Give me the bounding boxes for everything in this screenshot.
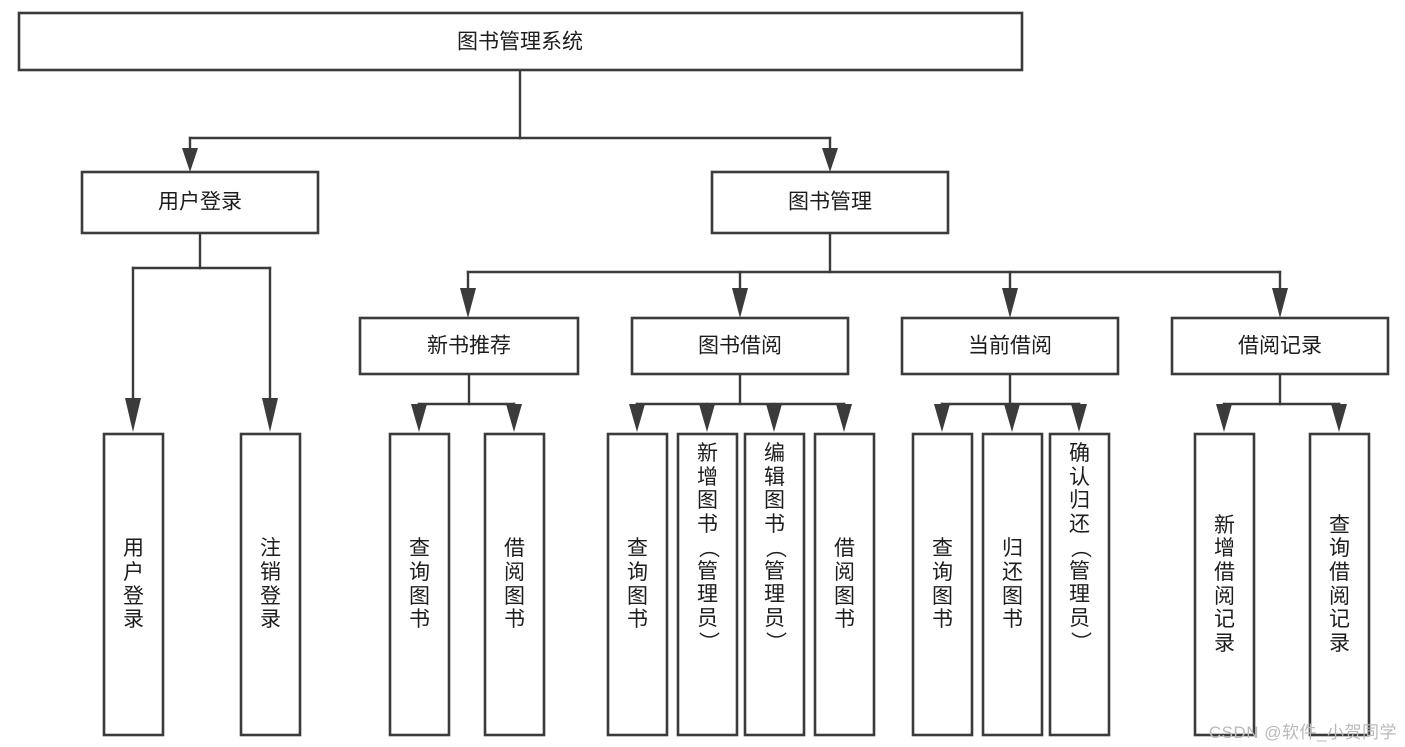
node-root-box[interactable]: [17, 11, 1024, 72]
leaf-box-user-login[interactable]: [102, 432, 165, 737]
node-book-borrow-label: 图书借阅: [698, 335, 782, 358]
arrow-book-manage-icon: [822, 148, 838, 172]
node-new-book-recommend[interactable]: 新书推荐: [358, 316, 580, 376]
arrow-leaf-cb-3-icon: [1071, 404, 1087, 432]
leaf-box-br-query-record[interactable]: [1308, 432, 1371, 737]
node-book-manage[interactable]: 图书管理: [710, 170, 950, 235]
node-current-borrow-box[interactable]: [900, 316, 1120, 376]
arrow-book-borrow-icon: [732, 288, 748, 318]
arrow-user-login-icon: [182, 148, 198, 172]
node-book-manage-box[interactable]: [710, 170, 950, 235]
arrow-current-borrow-icon: [1002, 288, 1018, 318]
arrowhead-group: [125, 148, 1347, 432]
arrow-leaf-bb-4-icon: [836, 404, 852, 432]
leaf-box-bb-add-book[interactable]: [676, 432, 739, 737]
arrow-leaf-nb-2-icon: [506, 404, 522, 432]
node-root[interactable]: 图书管理系统: [17, 11, 1024, 72]
arrow-borrow-record-icon: [1272, 288, 1288, 318]
arrow-leaf-cb-1-icon: [934, 404, 950, 432]
node-new-book-recommend-label: 新书推荐: [427, 335, 511, 358]
leaf-box-group: [102, 432, 1371, 737]
arrow-leaf-logout-icon: [262, 398, 278, 432]
arrow-leaf-cb-2-icon: [1004, 404, 1020, 432]
leaf-box-nb-borrow-book[interactable]: [483, 432, 546, 737]
arrow-leaf-br-2-icon: [1331, 404, 1347, 432]
leaf-box-logout[interactable]: [239, 432, 302, 737]
node-current-borrow[interactable]: 当前借阅: [900, 316, 1120, 376]
arrow-leaf-br-1-icon: [1216, 404, 1232, 432]
arrow-leaf-bb-3-icon: [766, 404, 782, 432]
leaf-box-nb-query-book[interactable]: [388, 432, 451, 737]
node-user-login-box[interactable]: [80, 170, 320, 235]
arrow-leaf-nb-1-icon: [411, 404, 427, 432]
arrow-leaf-user-login-icon: [125, 398, 141, 432]
node-borrow-record-box[interactable]: [1170, 316, 1390, 376]
node-book-manage-label: 图书管理: [788, 191, 872, 214]
arrow-leaf-bb-1-icon: [629, 404, 645, 432]
node-user-login[interactable]: 用户登录: [80, 170, 320, 235]
node-root-label: 图书管理系统: [457, 31, 583, 54]
leaf-box-bb-query-book[interactable]: [606, 432, 669, 737]
leaf-box-cb-query-book[interactable]: [911, 432, 974, 737]
leaf-box-bb-edit-book[interactable]: [743, 432, 806, 737]
leaf-box-cb-confirm-return[interactable]: [1048, 432, 1111, 737]
node-new-book-recommend-box[interactable]: [358, 316, 580, 376]
leaf-box-br-add-record[interactable]: [1193, 432, 1256, 737]
leaf-box-bb-borrow-book[interactable]: [813, 432, 876, 737]
node-user-login-label: 用户登录: [158, 191, 242, 214]
node-borrow-record[interactable]: 借阅记录: [1170, 316, 1390, 376]
node-book-borrow-box[interactable]: [630, 316, 850, 376]
leaf-box-cb-return-book[interactable]: [981, 432, 1044, 737]
node-borrow-record-label: 借阅记录: [1238, 335, 1322, 358]
node-book-borrow[interactable]: 图书借阅: [630, 316, 850, 376]
arrow-leaf-bb-2-icon: [699, 404, 715, 432]
node-current-borrow-label: 当前借阅: [968, 335, 1052, 358]
arrow-new-book-icon: [460, 288, 476, 318]
